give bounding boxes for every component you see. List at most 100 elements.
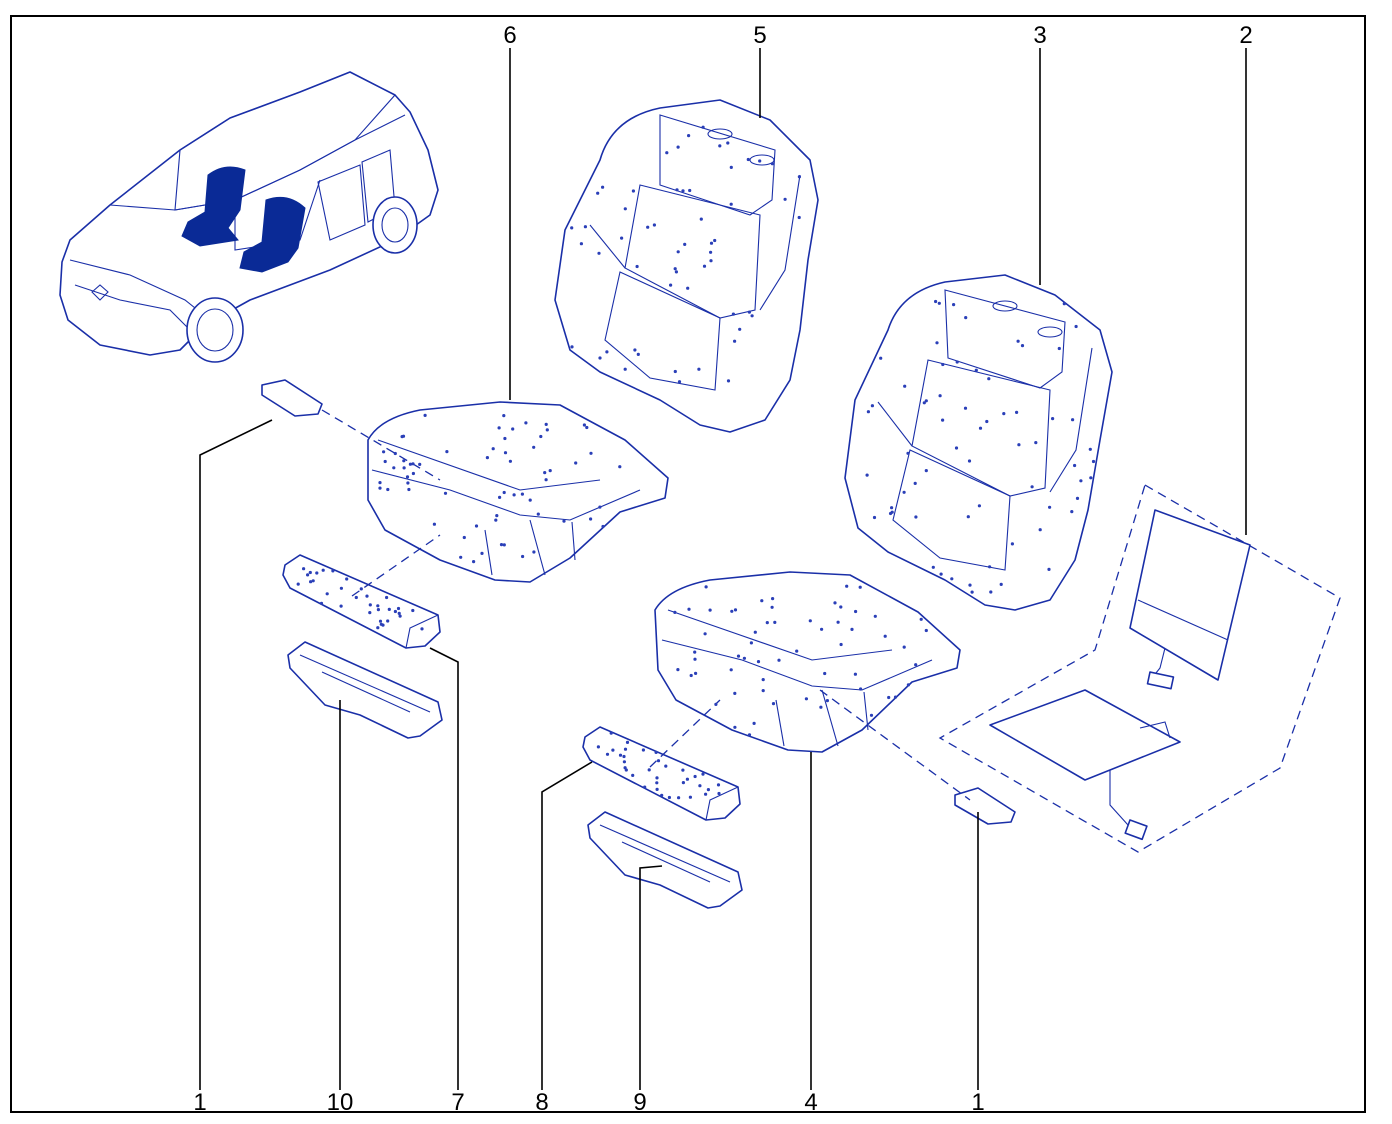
- foam-dot: [462, 535, 466, 540]
- foam-dot: [502, 414, 506, 418]
- foam-dot: [508, 459, 512, 463]
- foam-dot: [503, 436, 507, 441]
- foam-dot: [883, 634, 887, 638]
- foam-dot: [570, 226, 574, 230]
- foam-dot: [368, 603, 372, 607]
- foam-dot: [773, 620, 777, 625]
- foam-dot: [963, 406, 968, 410]
- foam-dot: [654, 750, 658, 755]
- foam-dot: [931, 565, 935, 569]
- foam-dot: [709, 250, 713, 254]
- foam-dot: [669, 283, 673, 287]
- foam-dot: [704, 792, 708, 796]
- foam-dot: [747, 310, 752, 314]
- foam-dot: [665, 151, 669, 155]
- foam-dot: [376, 604, 380, 608]
- foam-dot: [491, 447, 495, 451]
- foam-dot: [331, 569, 335, 573]
- foam-dot: [544, 422, 548, 426]
- foam-dot: [704, 585, 708, 589]
- foam-dot: [677, 380, 682, 384]
- foam-dot: [970, 590, 974, 594]
- foam-dot: [756, 660, 761, 664]
- foam-dot: [311, 579, 315, 583]
- foam-dot: [641, 748, 646, 752]
- foam-dot: [585, 425, 589, 430]
- foam-dot: [597, 251, 601, 255]
- foam-dot: [544, 478, 548, 482]
- foam-dot: [418, 462, 422, 466]
- foam-dot: [736, 654, 741, 658]
- foam-dot: [459, 555, 463, 559]
- foam-dot: [1038, 528, 1042, 532]
- foam-dot: [967, 459, 972, 463]
- leader-lines: [199, 48, 1247, 1090]
- foam-dot: [738, 327, 742, 331]
- foam-dot: [733, 339, 737, 343]
- foam-dot: [503, 451, 508, 455]
- foam-dot: [583, 225, 588, 229]
- foam-dot: [521, 554, 525, 559]
- foam-dot: [548, 469, 552, 473]
- foam-dot: [999, 582, 1003, 587]
- foam-dot: [411, 471, 415, 476]
- foam-dot: [845, 584, 849, 588]
- foam-dot: [978, 426, 983, 430]
- foam-dot: [869, 713, 874, 717]
- foam-dot: [1079, 479, 1083, 483]
- callout-9: 9: [633, 1089, 647, 1116]
- foam-dot: [393, 609, 397, 614]
- foam-dot: [703, 632, 707, 636]
- part-5-backrest-foam: [554, 99, 819, 433]
- foam-dot: [701, 125, 705, 129]
- foam-dot: [819, 705, 823, 709]
- foam-dot: [697, 367, 701, 371]
- foam-dot: [758, 159, 762, 163]
- foam-dot: [1047, 567, 1051, 572]
- foam-dot: [677, 796, 681, 800]
- foam-dot: [570, 345, 574, 349]
- foam-dot: [839, 605, 843, 609]
- foam-texture-dots: [296, 125, 1096, 800]
- foam-dot: [432, 522, 436, 526]
- foam-dot: [760, 599, 764, 603]
- foam-dot: [941, 418, 945, 422]
- foam-dot: [524, 421, 528, 425]
- callout-7: 7: [451, 1089, 465, 1116]
- foam-dot: [906, 683, 911, 687]
- foam-dot: [701, 772, 705, 776]
- foam-dot: [730, 609, 734, 613]
- part-7-foam-block: [282, 554, 441, 649]
- foam-dot: [873, 614, 877, 618]
- foam-dot: [472, 560, 476, 564]
- foam-dot: [1051, 417, 1055, 421]
- foam-dot: [386, 619, 390, 623]
- foam-dot: [562, 519, 566, 523]
- foam-dot: [596, 191, 600, 195]
- foam-dot: [660, 793, 664, 797]
- foam-dot: [609, 731, 613, 735]
- foam-dot: [870, 404, 875, 408]
- foam-dot: [687, 134, 691, 138]
- foam-dot: [726, 379, 731, 383]
- foam-dot: [376, 626, 380, 630]
- foam-dot: [411, 608, 415, 613]
- foam-dot: [693, 650, 697, 654]
- foam-dot: [770, 162, 775, 166]
- foam-dot: [752, 721, 756, 726]
- foam-dot: [729, 165, 733, 169]
- foam-dot: [1088, 447, 1092, 451]
- foam-dot: [656, 759, 661, 763]
- foam-dot: [622, 754, 626, 759]
- foam-dot: [408, 462, 412, 466]
- foam-dot: [713, 238, 717, 243]
- foam-dot: [872, 515, 877, 520]
- foam-dot: [858, 585, 862, 589]
- foam-dot: [528, 498, 532, 502]
- foam-dot: [688, 188, 692, 193]
- foam-dot: [306, 573, 310, 577]
- foam-dot: [797, 175, 802, 179]
- foam-dot: [717, 791, 721, 796]
- callout-8: 8: [535, 1089, 549, 1116]
- foam-dot: [761, 678, 765, 682]
